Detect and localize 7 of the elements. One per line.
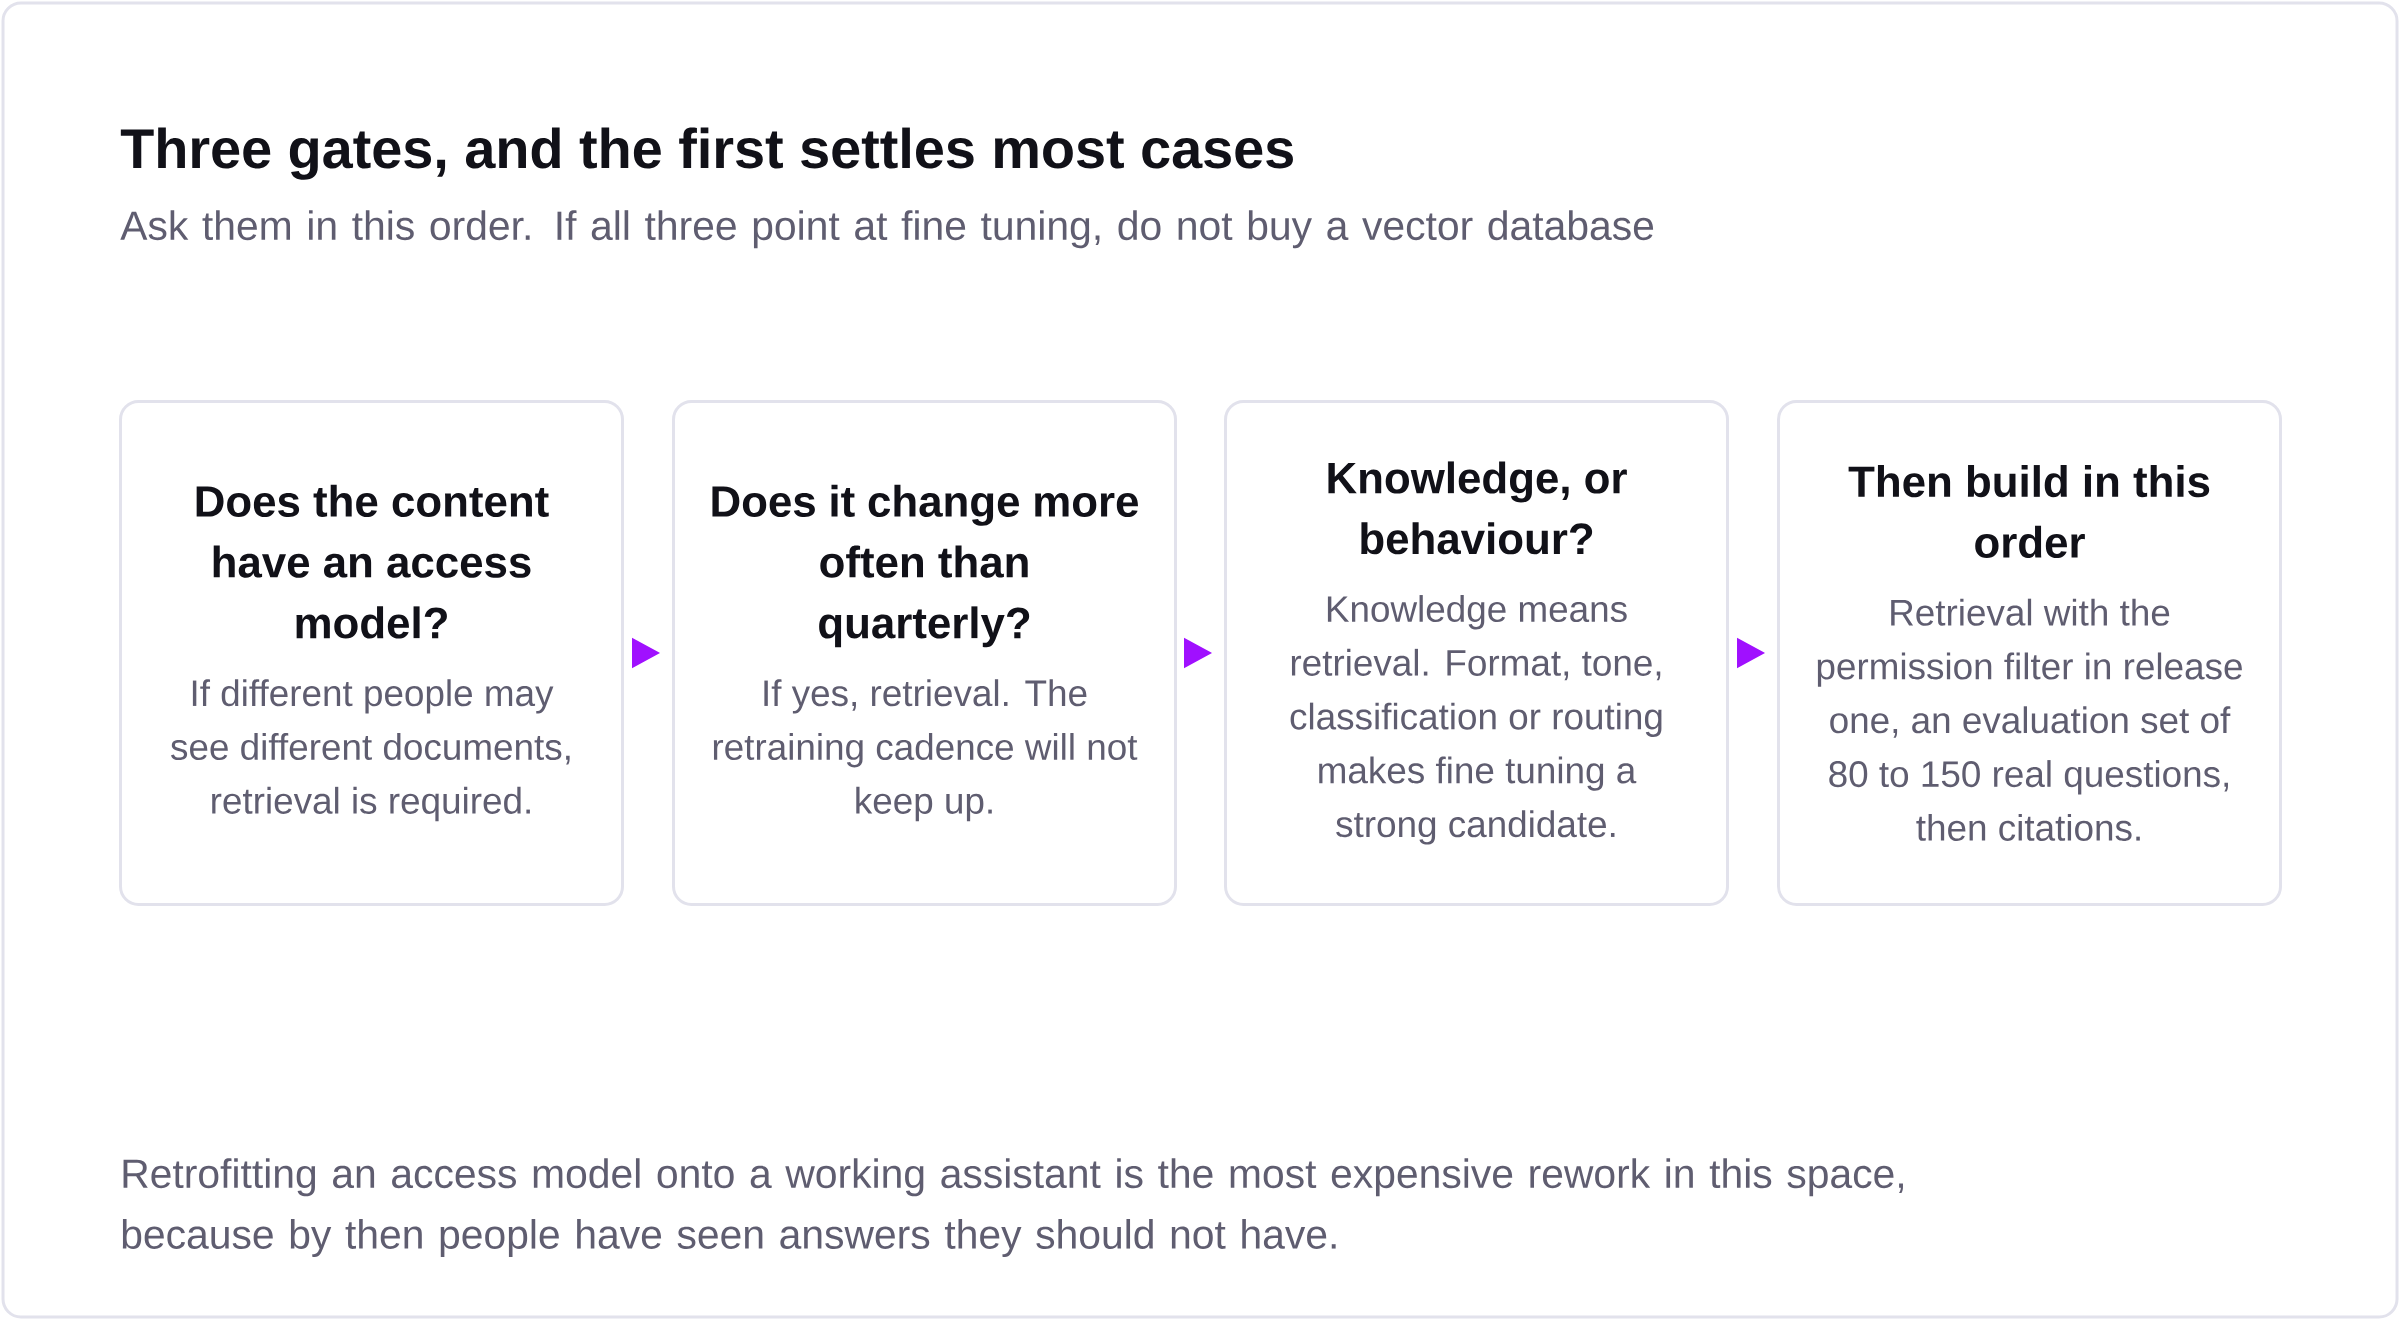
title: Three gates, and the first settles most cases	[120, 127, 1293, 180]
footnote: Retrofitting an access model onto a working assistant is the most expensive rework in this space, because by then people have seen answers they should not have.	[122, 1158, 1903, 1258]
step-card: Does it change more often than quarterly? If yes, retrieval. The retraining cadence will not keep up.	[672, 400, 1177, 906]
step-card: Knowledge, or behaviour? Knowledge means retrieval. Format, tone, classification or routing makes fine tuning a strong candidate.	[1224, 400, 1729, 906]
subtitle: Ask them in this order. If all three point at fine tuning, do not buy a vector database	[120, 210, 1654, 249]
step-card: Then build in this order Retrieval with the permission filter in release one, an evaluation set of 80 to 150 real questions, then citations.	[1777, 400, 2283, 906]
step-card: Does the content have an access model? If different people may see different documents, retrieval is required.	[119, 400, 624, 906]
